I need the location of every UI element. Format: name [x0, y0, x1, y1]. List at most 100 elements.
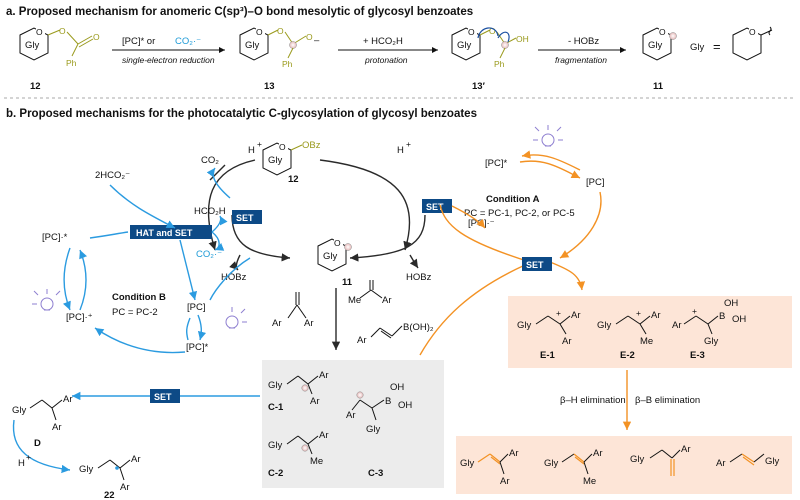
svg-text:OH: OH — [398, 400, 412, 411]
svg-text:Ph: Ph — [494, 59, 505, 69]
svg-text:Ar: Ar — [593, 448, 603, 459]
svg-text:Ar: Ar — [346, 410, 356, 421]
compound-12-a: O Gly O O Ph 12 — [19, 26, 100, 92]
svg-text:C-3: C-3 — [368, 468, 383, 479]
svg-text:protonation: protonation — [364, 55, 408, 65]
svg-text:SET: SET — [236, 213, 254, 223]
svg-text:SET: SET — [154, 392, 172, 402]
svg-text:Gly: Gly — [597, 320, 612, 331]
svg-text:O: O — [279, 142, 286, 152]
svg-text:Ar: Ar — [272, 318, 282, 329]
svg-text:Me: Me — [310, 456, 323, 467]
svg-text:OH: OH — [724, 298, 738, 309]
svg-text:O: O — [334, 238, 341, 248]
svg-text:Gly: Gly — [517, 320, 532, 331]
svg-text:Ar: Ar — [319, 370, 329, 381]
svg-text:Ar: Ar — [509, 448, 519, 459]
svg-text:[PC]* or: [PC]* or — [122, 36, 155, 47]
svg-text:O: O — [489, 26, 496, 36]
condition-b: Condition B — [112, 292, 166, 303]
e-3: Ar B OH OH Gly + E-3 — [672, 298, 746, 361]
svg-text:Ar: Ar — [310, 396, 320, 407]
svg-text:11: 11 — [342, 277, 353, 288]
compound-13: O Gly O O – Ph 13 — [239, 26, 320, 92]
pc-radical-cation: [PC]·⁺ — [66, 312, 93, 323]
light-bulb-icon — [225, 307, 247, 329]
svg-text:E-3: E-3 — [690, 350, 705, 361]
product-2: Gly Ar Me — [544, 448, 603, 487]
svg-text:H: H — [248, 145, 255, 156]
svg-text:Gly: Gly — [460, 458, 475, 469]
svg-text:Ph: Ph — [66, 58, 77, 68]
svg-text:+: + — [26, 452, 31, 462]
c-1: Gly Ar Ar C-1 — [268, 370, 329, 413]
protonation-arrow-d — [12, 419, 71, 474]
compound-13-prime: O Gly O OH Ph 13′ — [451, 26, 529, 92]
svg-text:Ar: Ar — [571, 310, 581, 321]
svg-text:CO₂·⁻: CO₂·⁻ — [175, 36, 201, 47]
svg-text:Ph: Ph — [282, 59, 293, 69]
two-hco2-label: 2HCO₂⁻ — [95, 170, 130, 181]
svg-text:OBz: OBz — [302, 140, 321, 151]
set-box-blue-bottom: SET — [150, 389, 180, 403]
svg-text:Ar: Ar — [357, 335, 367, 346]
svg-text:E-2: E-2 — [620, 350, 635, 361]
svg-text:O: O — [93, 32, 100, 42]
svg-text:O: O — [659, 27, 666, 37]
svg-text:HAT and SET: HAT and SET — [136, 228, 193, 238]
svg-text:+: + — [636, 308, 641, 318]
svg-text:C-2: C-2 — [268, 468, 283, 479]
svg-text:+: + — [692, 306, 697, 316]
svg-text:=: = — [713, 39, 721, 54]
c-intermediates-box — [262, 360, 444, 488]
light-bulb-icon — [32, 289, 61, 311]
c-2: Gly Ar Me C-2 — [268, 430, 329, 479]
svg-text:Gly: Gly — [648, 40, 663, 51]
co2-radical-anion-label: CO₂·⁻ — [196, 249, 222, 260]
svg-text:Ar: Ar — [319, 430, 329, 441]
svg-text:Ar: Ar — [304, 318, 314, 329]
pc-excited-b: [PC]* — [186, 342, 208, 353]
compound-11-a: O Gly 11 — [642, 27, 677, 92]
c-3: Ar B OH OH Gly C-3 — [346, 382, 412, 479]
svg-text:Ar: Ar — [500, 476, 510, 487]
compound-11-b: O Gly 11 — [317, 238, 353, 288]
ring-oxygen: O — [36, 27, 43, 37]
e-1: Gly Ar Ar + E-1 — [517, 308, 581, 361]
svg-text:Me: Me — [583, 476, 596, 487]
pc-dot-star: [PC]·* — [42, 232, 68, 243]
svg-text:OH: OH — [732, 314, 746, 325]
set-box-orange: SET — [522, 257, 552, 271]
products-box — [456, 436, 792, 494]
svg-text:O: O — [59, 26, 66, 36]
svg-text:O: O — [277, 26, 284, 36]
svg-text:β–H elimination: β–H elimination — [560, 395, 626, 406]
product-4: Ar Gly — [716, 453, 780, 469]
set-box-right: SET — [422, 199, 452, 213]
set-box-left: SET — [232, 210, 262, 224]
svg-text:Gly: Gly — [245, 40, 260, 51]
svg-text:Ar: Ar — [681, 444, 691, 455]
svg-text:O: O — [306, 32, 313, 42]
pc-excited-a: [PC]* — [485, 158, 507, 169]
product-1: Gly Ar Ar — [460, 448, 519, 487]
compound-label: 13′ — [472, 81, 486, 92]
svg-text:Gly: Gly — [268, 155, 283, 166]
svg-text:- HOBz: - HOBz — [568, 36, 599, 47]
hobz-left: HOBz — [221, 272, 247, 283]
compound-22: Gly Ar Ar 22 — [79, 454, 141, 500]
condition-a-pc: PC = PC-1, PC-2, or PC-5 — [464, 208, 575, 219]
e-2: Gly Ar Me + E-2 — [597, 308, 661, 361]
compound-label: 11 — [653, 81, 664, 92]
svg-text:single-electron reduction: single-electron reduction — [122, 55, 215, 65]
svg-text:SET: SET — [526, 260, 544, 270]
svg-text:H: H — [18, 458, 25, 469]
compound-d: Gly Ar Ar D — [12, 394, 73, 449]
svg-text:Gly: Gly — [366, 424, 381, 435]
svg-text:Ar: Ar — [651, 310, 661, 321]
svg-text:SET: SET — [426, 202, 444, 212]
svg-text:Gly: Gly — [690, 42, 705, 53]
svg-text:OH: OH — [390, 382, 404, 393]
svg-text:E-1: E-1 — [540, 350, 556, 361]
section-a-title: a. Proposed mechanism for anomeric C(sp³… — [6, 6, 473, 18]
